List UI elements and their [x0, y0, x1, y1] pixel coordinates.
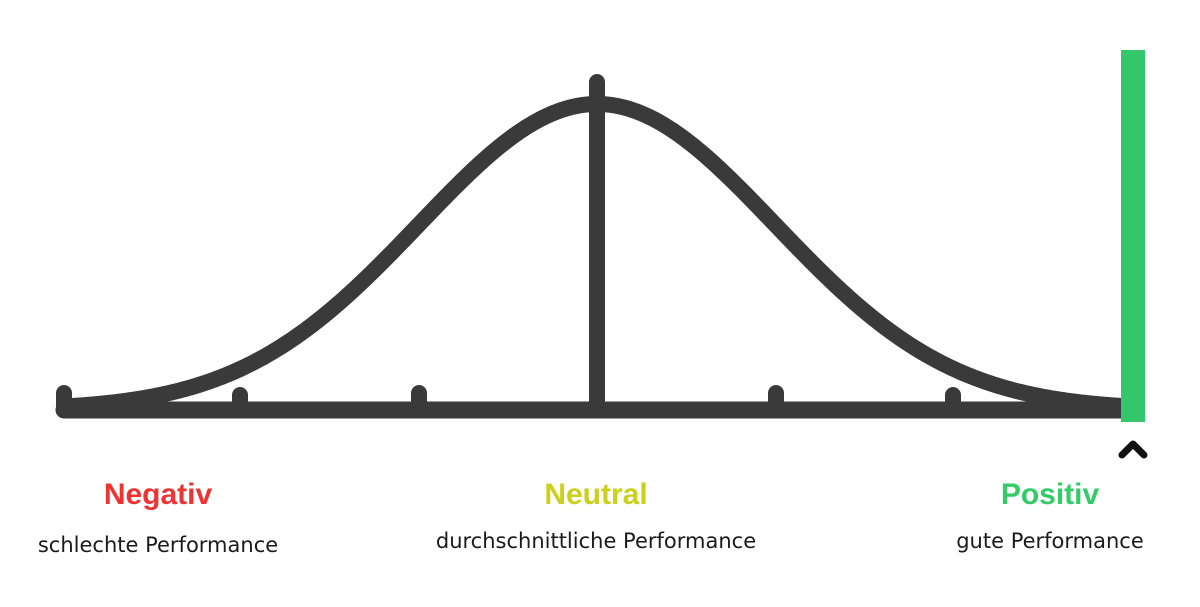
performance-marker-bar: [1121, 50, 1145, 422]
chevron-up-icon: [1118, 440, 1148, 459]
neutral-title: Neutral: [544, 478, 648, 511]
negative-title: Negativ: [103, 478, 213, 511]
bell-curve: [56, 96, 1130, 415]
positive-subtitle: gute Performance: [956, 529, 1144, 553]
positive-title: Positiv: [1000, 478, 1100, 511]
negative-subtitle: schlechte Performance: [37, 533, 279, 557]
neutral-subtitle: durchschnittliche Performance: [435, 529, 757, 553]
